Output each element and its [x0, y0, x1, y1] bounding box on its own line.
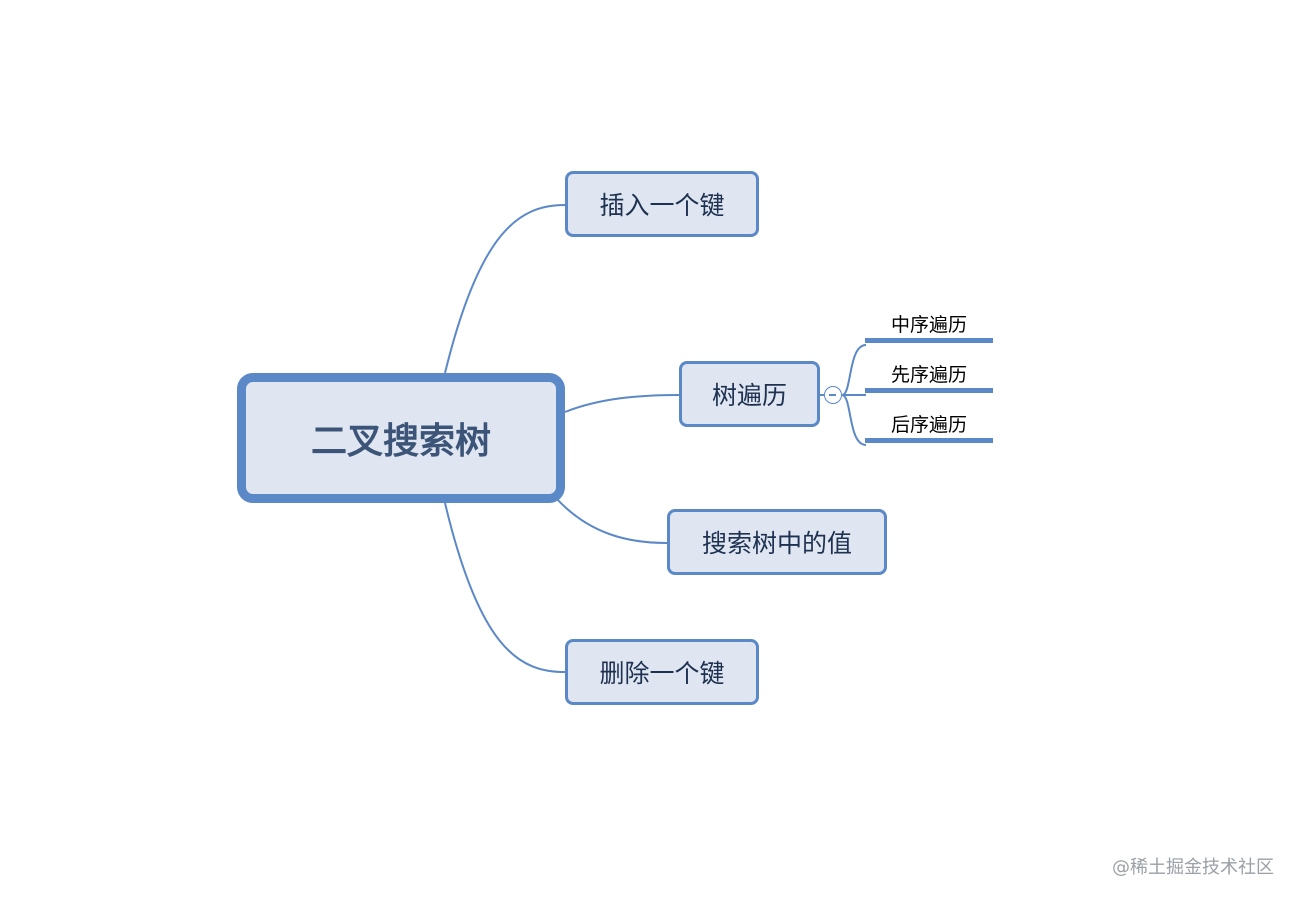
branch-node-label: 树遍历: [711, 381, 787, 410]
leaf-node-label: 后序遍历: [890, 414, 967, 436]
connector-root-search: [555, 497, 668, 544]
collapse-toggle-icon[interactable]: [824, 386, 842, 404]
leaf-node-label: 中序遍历: [890, 314, 967, 336]
leaf-node-preorder[interactable]: 先序遍历: [865, 363, 993, 393]
branch-node-label: 删除一个键: [599, 659, 725, 688]
leaf-node-inorder[interactable]: 中序遍历: [865, 313, 993, 343]
connector-root-traverse: [564, 394, 680, 413]
connector-collapse-leaf1: [841, 344, 867, 396]
branch-node-label: 插入一个键: [599, 191, 725, 220]
connector-collapse-leaf3: [841, 394, 867, 446]
root-node[interactable]: 二叉搜索树: [237, 373, 565, 503]
branch-node-search[interactable]: 搜索树中的值: [667, 509, 887, 575]
leaf-node-label: 先序遍历: [890, 364, 967, 386]
branch-node-insert[interactable]: 插入一个键: [565, 171, 759, 237]
watermark-text: @稀土掘金技术社区: [1112, 857, 1274, 878]
root-node-label: 二叉搜索树: [310, 421, 491, 462]
branch-node-traverse[interactable]: 树遍历: [679, 361, 820, 427]
connector-root-insert: [444, 204, 566, 374]
branch-node-delete[interactable]: 删除一个键: [565, 639, 759, 705]
connector-root-delete: [444, 502, 566, 673]
branch-node-label: 搜索树中的值: [701, 529, 852, 558]
leaf-node-postorder[interactable]: 后序遍历: [865, 413, 993, 443]
